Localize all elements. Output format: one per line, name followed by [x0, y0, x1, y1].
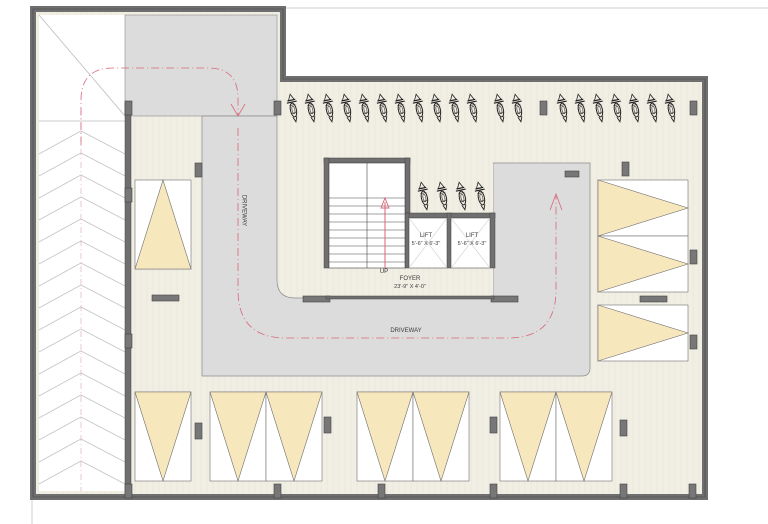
foyer-dimension: 23'-9" X 4'-0"	[394, 284, 426, 290]
entry-driveway	[124, 14, 278, 117]
lift-2	[450, 217, 491, 269]
staircase	[328, 162, 406, 269]
lift-1	[408, 217, 448, 269]
core-walls	[323, 157, 496, 300]
car-bay-left	[134, 179, 192, 270]
foyer-label: FOYER	[399, 276, 421, 282]
drive-arrowhead	[549, 192, 563, 211]
columns	[124, 100, 698, 499]
drive-path-arrow	[80, 67, 239, 145]
stair-up-label: UP	[379, 269, 389, 275]
lift-2-dimension: 5'-6" X 6'-3"	[457, 241, 487, 247]
driveway-label-horizontal: DRIVEWAY	[390, 328, 422, 334]
lift-1-dimension: 5'-6" X 6'-3"	[411, 241, 441, 247]
lift-1-label: LIFT	[419, 233, 433, 239]
ramp-zone	[39, 15, 125, 491]
driveway-label-vertical: DRIVEWAY	[240, 194, 247, 227]
car-bays-right	[597, 179, 690, 362]
lift-2-label: LIFT	[465, 233, 479, 239]
stair-up-arrow	[380, 196, 390, 209]
car-bays-bottom	[134, 391, 613, 482]
ramp-wall	[124, 102, 132, 496]
